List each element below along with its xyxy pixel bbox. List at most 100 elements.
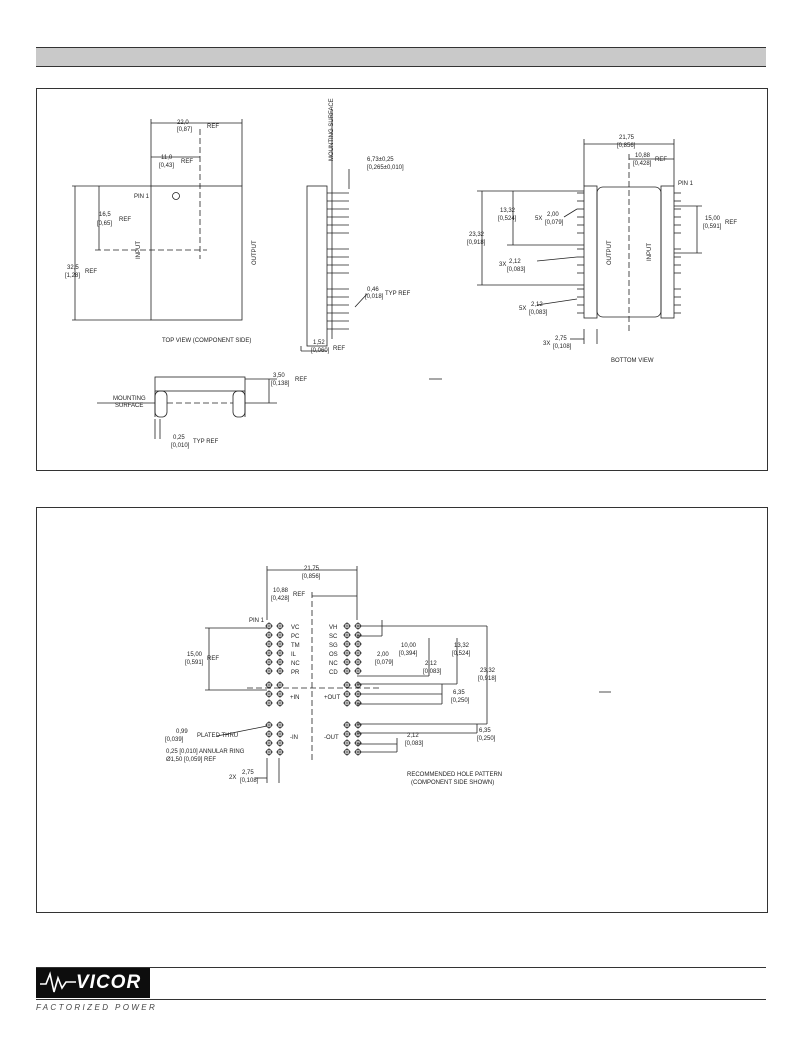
- plated-hole-icon: [276, 640, 284, 648]
- plated-hole-icon: [354, 730, 362, 738]
- sideview-pins: [327, 192, 349, 330]
- dim-h: 6,35: [479, 728, 491, 734]
- pin-left-4: NC: [291, 661, 300, 667]
- bottomview-right-ref: REF: [725, 220, 737, 226]
- bottomview-d3: 2,12: [509, 259, 521, 265]
- pin-left-0: VC: [291, 625, 300, 631]
- plated-hole-icon: [354, 649, 362, 657]
- section-header-bar: [36, 47, 766, 67]
- dim-d-in: [0,083]: [423, 669, 442, 675]
- mechanical-drawing: 22,0 [0,87] REF 11,0 [0,43] REF PIN 1 16…: [65, 98, 737, 449]
- bottomview-d2x: 5X: [535, 216, 542, 222]
- pin-plus-out: +OUT: [324, 695, 341, 701]
- endview-height: 3,50: [273, 373, 285, 379]
- plated-hole-icon: [276, 649, 284, 657]
- plated-hole-icon: [276, 622, 284, 630]
- pin-right-1: SC: [329, 634, 338, 640]
- dim-c-in: [0,524]: [452, 651, 471, 657]
- plated-hole-icon: [276, 658, 284, 666]
- plated-hole-icon: [276, 748, 284, 756]
- pin-right-3: OS: [329, 652, 338, 658]
- plated-hole-icon: [276, 690, 284, 698]
- plated-hole-icon: [343, 730, 351, 738]
- logo-text: VICOR: [76, 972, 142, 993]
- plated-hole-icon: [343, 739, 351, 747]
- bottomview-half-in: [0,428]: [633, 161, 652, 167]
- plated-hole-icon: [343, 622, 351, 630]
- endview-body: [154, 376, 246, 392]
- plated-hole-icon: [343, 658, 351, 666]
- sideview-body: [306, 185, 328, 347]
- plated-hole-icon: [276, 681, 284, 689]
- pattern-caption-2: (COMPONENT SIDE SHOWN): [411, 780, 494, 786]
- bottomview-d5-in: [0,108]: [553, 344, 572, 350]
- endview-surface: SURFACE: [115, 403, 143, 409]
- bottomview-d1: 13,32: [500, 208, 516, 214]
- bottomview-height-in: [0,918]: [467, 240, 486, 246]
- bottomview-d1-in: [0,524]: [498, 216, 517, 222]
- pin-left-3: IL: [291, 652, 297, 658]
- dim-b-in: [0,394]: [399, 651, 418, 657]
- hole-grid: [265, 622, 362, 756]
- plated-hole-icon: [343, 649, 351, 657]
- bot-value: 2,75: [242, 770, 254, 776]
- topview-half-ref: REF: [181, 159, 193, 165]
- pattern-width: 21,75: [304, 566, 320, 572]
- sideview-pin-length: 6,73±0,25: [367, 157, 394, 163]
- plated-hole-icon: [276, 730, 284, 738]
- plated-hole-icon: [354, 658, 362, 666]
- dim-a: 2,00: [377, 652, 389, 658]
- plated-hole-icon: [354, 681, 362, 689]
- logo-tagline: FACTORIZED POWER: [36, 1003, 158, 1012]
- pin1-marker: [172, 192, 180, 200]
- dim-e: 23,32: [480, 668, 496, 674]
- topview-y1-ref: REF: [119, 217, 131, 223]
- plated-hole-icon: [354, 631, 362, 639]
- sideview-body-in: [0,060]: [311, 348, 330, 354]
- plated-hole-icon: [354, 690, 362, 698]
- pin-minus-out: -OUT: [324, 735, 339, 741]
- plated-hole-icon: [354, 721, 362, 729]
- plated-hole-icon: [276, 739, 284, 747]
- dim-c: 13,32: [454, 643, 470, 649]
- plated-hole-icon: [354, 622, 362, 630]
- mechanical-drawing-panel: 22,0 [0,87] REF 11,0 [0,43] REF PIN 1 16…: [36, 88, 768, 471]
- bottomview-output-label: OUTPUT: [607, 240, 613, 265]
- bottomview-ref: REF: [655, 157, 667, 163]
- bottomview-d3x: 3X: [499, 262, 506, 268]
- bottomview-d4x: 5X: [519, 306, 526, 312]
- dim-f-in: [0,250]: [451, 698, 470, 704]
- bottomview-left-rail: [583, 185, 598, 319]
- pattern-caption-1: RECOMMENDED HOLE PATTERN: [407, 772, 502, 778]
- pin-left-1: PC: [291, 634, 300, 640]
- bottomview-half: 10,88: [635, 153, 651, 159]
- plated-hole-icon: [354, 748, 362, 756]
- hole-pattern-drawing: 21,75 [0,856] 10,88 [0,428] REF PIN 1 15…: [165, 566, 611, 786]
- plated-hole-icon: [354, 699, 362, 707]
- bottomview-width: 21,75: [619, 135, 635, 141]
- plated-hole-icon: [265, 690, 273, 698]
- bot-count: 2X: [229, 775, 236, 781]
- topview-outline: [150, 185, 243, 321]
- pattern-ref: REF: [293, 592, 305, 598]
- bottomview-pin1: PIN 1: [678, 181, 694, 187]
- pattern-left: 15,00: [187, 652, 203, 658]
- bottomview-d4-in: [0,083]: [529, 310, 548, 316]
- pattern-pin1: PIN 1: [249, 618, 265, 624]
- sideview-pin-dia: 0,46: [367, 287, 379, 293]
- plated-hole-icon: [354, 739, 362, 747]
- plated-hole-icon: [265, 658, 273, 666]
- plated-hole-icon: [265, 622, 273, 630]
- plated-hole-icon: [265, 748, 273, 756]
- plated-hole-icon: [265, 640, 273, 648]
- plated-hole-icon: [343, 681, 351, 689]
- bottomview-right-rail: [660, 185, 675, 319]
- sideview-body-ref: REF: [333, 346, 345, 352]
- plated-hole-icon: [354, 667, 362, 675]
- bottomview-width-in: [0,856]: [617, 143, 636, 149]
- plated-hole-icon: [265, 667, 273, 675]
- dim-d: 2,12: [425, 661, 437, 667]
- sideview-typ-ref: TYP REF: [385, 291, 411, 297]
- dim-h-in: [0,250]: [477, 736, 496, 742]
- dim-g: 2,12: [407, 733, 419, 739]
